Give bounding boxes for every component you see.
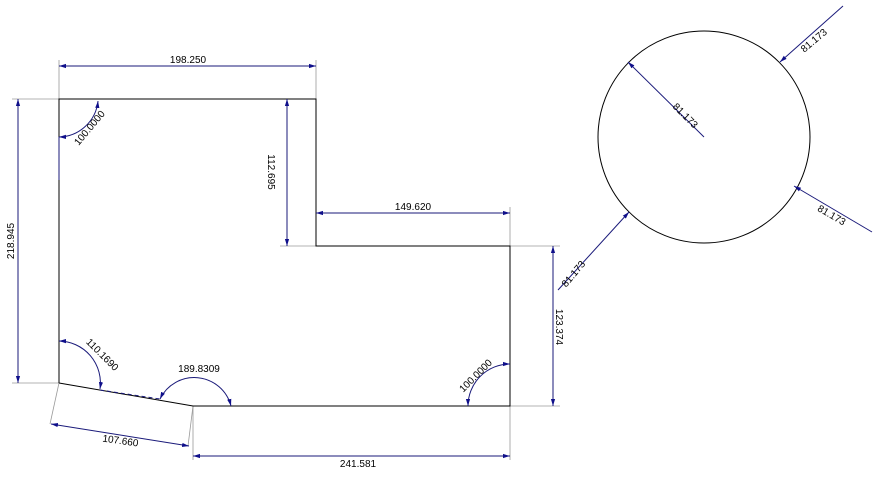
angle-bottom-middle-label: 189.8309 [178,364,220,375]
dimension-right-height-label: 123.374 [553,309,564,346]
dimension-right-height[interactable]: 123.374 [550,246,564,406]
dimension-step-height-label: 112.695 [265,154,276,190]
dimension-step-width-label: 149.620 [395,202,432,213]
circle[interactable] [597,30,811,244]
part-outline[interactable] [58,98,511,407]
dimension-slant-length-label: 107.660 [102,434,140,450]
angle-bottom-right[interactable]: 100.0000 [458,357,511,407]
angle-bottom-left[interactable]: 110.1690 [58,337,161,400]
dimension-top-width-label: 198.250 [170,55,207,66]
circle-radius-right-label: 81.173 [815,203,847,228]
circle-radius-right[interactable]: 81.173 [793,185,873,233]
circle-radius-top-right[interactable]: 81.173 [779,5,844,63]
dimension-slant-length[interactable]: 107.660 [50,423,190,450]
circle-radius-inner-label: 81.173 [670,102,700,132]
dimension-left-height[interactable]: 218.945 [6,99,21,383]
dimension-bottom-width-label: 241.581 [340,459,377,470]
dimension-step-width[interactable]: 149.620 [316,202,510,216]
angle-bottom-left-label: 110.1690 [83,337,120,374]
circle-radius-bottom-left-label: 81.173 [560,259,588,290]
angle-bottom-middle[interactable]: 189.8309 [159,364,232,407]
dimension-left-height-label: 218.945 [6,222,17,259]
angle-top-left[interactable]: 100.0000 [58,100,108,180]
circle-radius-bottom-left[interactable]: 81.173 [557,211,630,291]
dimension-step-height[interactable]: 112.695 [265,99,290,246]
dimension-bottom-width[interactable]: 241.581 [193,453,510,470]
circle-radius-inner[interactable]: 81.173 [627,61,705,138]
dimension-top-width[interactable]: 198.250 [59,55,316,69]
angle-top-left-label: 100.0000 [72,109,108,148]
angle-bottom-right-label: 100.0000 [458,357,496,395]
